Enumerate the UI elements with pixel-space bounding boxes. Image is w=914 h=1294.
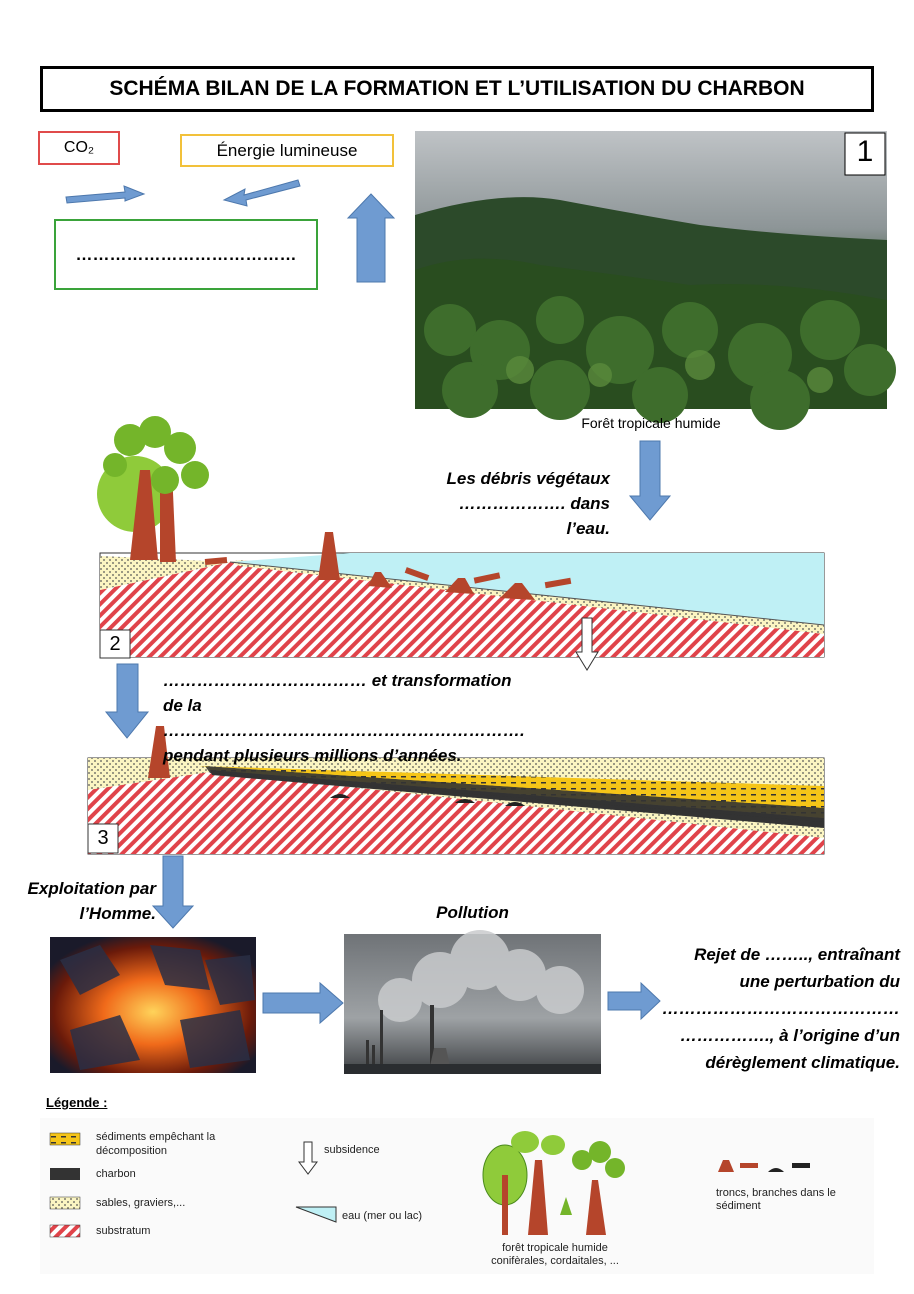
rejet-line5: dérèglement climatique. (705, 1053, 900, 1072)
answer-box-photosynthesis[interactable]: ………………………………… (54, 219, 318, 290)
step2-number: 2 (109, 632, 121, 655)
step2-line1: Les débris végétaux (446, 469, 610, 488)
rejet-line2: une perturbation du (739, 972, 900, 991)
step2-text: Les débris végétaux ………………. dans l’eau. (420, 466, 610, 541)
pollution-photo (344, 930, 601, 1074)
step3-text: ……………………………… et transformation de la ………… (163, 668, 563, 768)
tree-illustration (97, 416, 209, 562)
legend-label-sables: sables, graviers,... (96, 1197, 186, 1209)
debris-icons (204, 532, 572, 600)
pollution-label: Pollution (436, 903, 509, 922)
forest-caption: Forêt tropicale humide (581, 415, 721, 431)
subsidence-arrow (575, 617, 599, 671)
legend-subsidence-icon (298, 1141, 318, 1175)
legend-trunks-line2: sédiment (716, 1200, 761, 1212)
exploitation-line2: l’Homme. (79, 904, 156, 923)
rejet-line3: …………………………………… (662, 999, 900, 1018)
step3-line2: de la ………………………………………………………. (163, 696, 525, 740)
co2-label: CO₂ (38, 131, 120, 165)
arrow-fire-to-pollution (262, 981, 344, 1025)
arrow-pollution-to-rejet (607, 981, 661, 1021)
legend-forest-line1: forêt tropicale humide (502, 1242, 608, 1254)
arrow-down-to-step2 (628, 440, 672, 521)
forest-step-number: 1 (856, 135, 874, 168)
step2-line3: l’eau. (566, 519, 610, 538)
exploitation-line1: Exploitation par (27, 879, 156, 898)
exploitation-text: Exploitation par l’Homme. (0, 876, 156, 926)
legend-panel (40, 1118, 874, 1274)
light-energy-label: Énergie lumineuse (180, 134, 394, 167)
legend-label-subsidence: subsidence (324, 1144, 380, 1156)
legend-swatch-sables (49, 1196, 81, 1210)
step3-number: 3 (97, 827, 109, 849)
step3-line1: ……………………………… et transformation (163, 671, 512, 690)
arrow-down-to-fire (151, 855, 195, 929)
legend-trunks-line1: troncs, branches dans le (716, 1187, 836, 1199)
burning-coal-photo (50, 937, 256, 1073)
legend-label-charbon: charbon (96, 1168, 136, 1180)
legend-trunks-icon (718, 1160, 810, 1172)
legend-label-eau: eau (mer ou lac) (342, 1210, 423, 1222)
step3-line3: pendant plusieurs millions d’années. (163, 746, 462, 765)
page-title: SCHÉMA BILAN DE LA FORMATION ET L’UTILIS… (40, 66, 874, 112)
arrow-energy-to-box (222, 179, 301, 207)
arrow-up-to-forest (346, 193, 396, 283)
step2-block (97, 416, 825, 671)
legend-forest-line2: conifèrales, cordaitales, ... (491, 1255, 619, 1267)
rejet-line4: ……………., à l’origine d’un (679, 1026, 900, 1045)
legend-swatch-charbon (50, 1168, 80, 1180)
legend-forest-icon (482, 1131, 625, 1235)
step3-block (87, 726, 825, 855)
arrow-co2-to-box (65, 185, 146, 204)
legend-heading: Légende : (46, 1095, 108, 1110)
legend-trunks-caption: troncs, branches dans le sédiment (716, 1187, 876, 1213)
legend-label-substratum: substratum (96, 1225, 151, 1237)
rejet-line1: Rejet de …….., entraînant (694, 945, 900, 964)
legend-label-sediments: sédiments empêchant la décomposition (96, 1131, 216, 1157)
arrow-down-to-step3 (104, 663, 150, 739)
step2-line2: ………………. dans (458, 494, 610, 513)
legend-forest-caption: forêt tropicale humide conifèrales, cord… (460, 1242, 650, 1268)
forest-photo (415, 131, 896, 430)
legend-swatch-sediments (49, 1132, 81, 1146)
legend-swatch-substratum (49, 1224, 81, 1238)
rejet-text: Rejet de …….., entraînant une perturbati… (650, 941, 900, 1076)
legend-water-icon (295, 1206, 337, 1223)
